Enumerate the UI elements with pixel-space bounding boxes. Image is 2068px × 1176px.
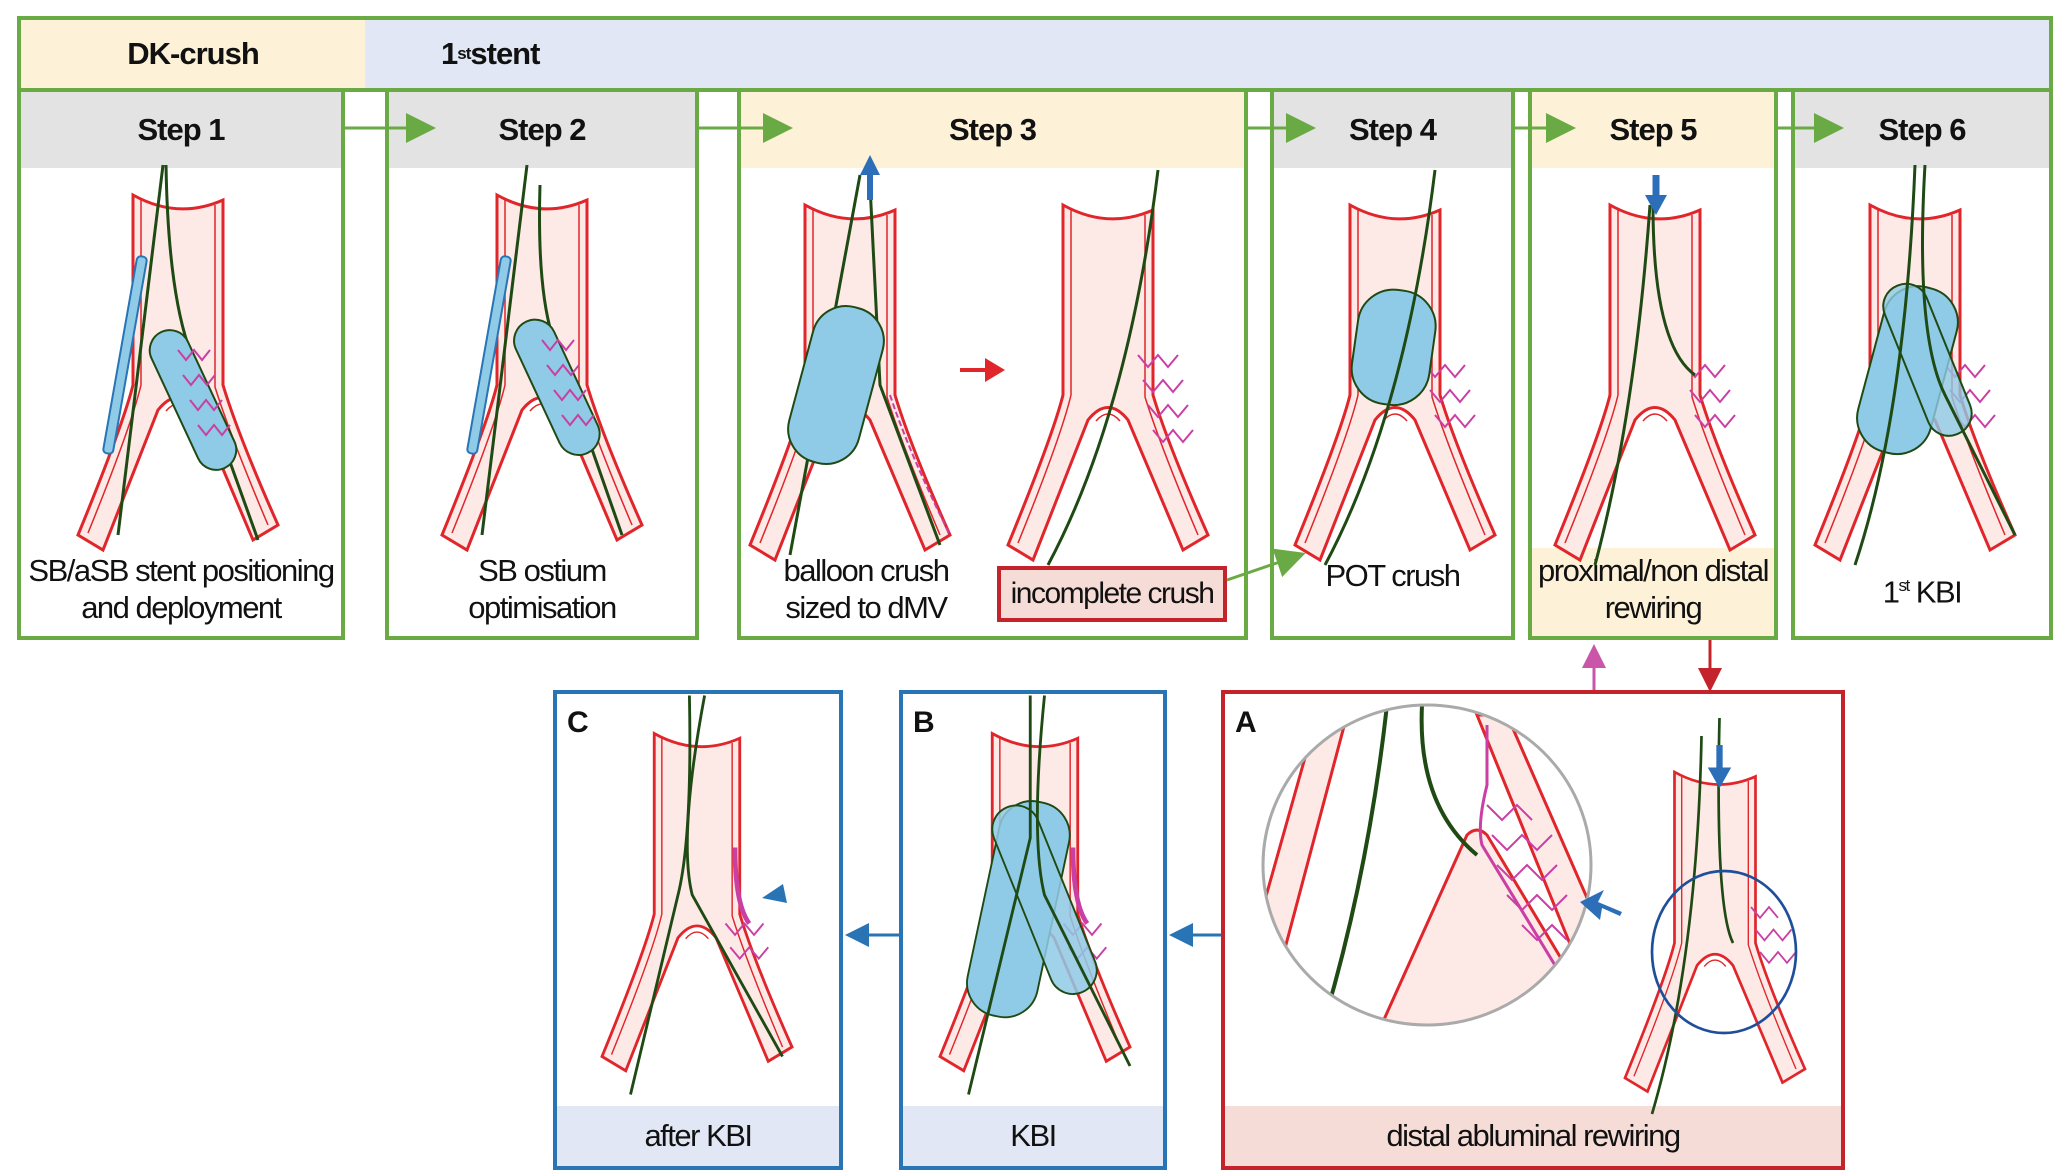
panel-b-caption: KBI [903,1106,1163,1166]
caption-line: SB/aSB stent positioning [28,553,335,588]
step-6-caption: 1st KBI [1795,567,2049,610]
panel-b-letter: B [913,706,935,739]
step-5-caption: proximal/non distal rewiring [1532,552,1774,626]
step-5-box: Step 5 proximal/non distal rewiring [1528,88,1778,640]
caption-line: sized to dMV [785,590,948,625]
panel-a-letter: A [1235,706,1257,739]
panel-a-caption: distal abluminal rewiring [1225,1106,1841,1166]
caption-text: KBI [1908,574,1963,610]
step-4-header: Step 4 [1274,92,1511,168]
caption-line: rewiring [1604,590,1703,625]
panel-c-caption: after KBI [557,1106,839,1166]
step-3-box: Step 3 balloon crush sized to dMV [737,88,1248,640]
step-6-header: Step 6 [1795,92,2049,168]
step-1-header: Step 1 [21,92,341,168]
step-4-box: Step 4 POT crush [1270,88,1515,640]
caption-line: balloon crush [783,553,950,588]
caption-line: optimisation [468,590,617,625]
caption-line: SB ostium [478,553,607,588]
step-4-caption: POT crush [1274,557,1511,594]
panel-a: A distal abluminal rewiring [1221,690,1845,1170]
step-5-caption-bg [1532,548,1774,636]
stage-label-text: stent [470,36,540,71]
step-5-header: Step 5 [1532,92,1774,168]
step-2-box: Step 2 SB ostium optimisation [385,88,699,640]
step-1-caption: SB/aSB stent positioning and deployment [21,552,341,626]
caption-line: and deployment [81,590,282,625]
step-2-header: Step 2 [389,92,695,168]
caption-number: 1 [1882,574,1900,610]
step-2-caption: SB ostium optimisation [389,552,695,626]
step-6-box: Step 6 1st KBI [1791,88,2053,640]
caption-ordinal: st [1898,576,1910,595]
caption-line: proximal/non distal [1538,553,1769,588]
panel-c: C after KBI [553,690,843,1170]
step-3-caption: balloon crush sized to dMV [741,552,991,626]
technique-label: DK-crush [127,36,260,71]
stage-label-number: 1 [441,36,458,71]
panel-c-letter: C [567,706,589,739]
technique-band [21,20,365,88]
step-1-box: Step 1 SB/aSB stent positioning and depl… [17,88,345,640]
panel-b: B KBI [899,690,1167,1170]
step-3-header: Step 3 [741,92,1244,168]
caption-line: POT crush [1325,558,1461,593]
incomplete-crush-note: incomplete crush [997,566,1227,622]
stage-label-ordinal: st [457,44,471,63]
